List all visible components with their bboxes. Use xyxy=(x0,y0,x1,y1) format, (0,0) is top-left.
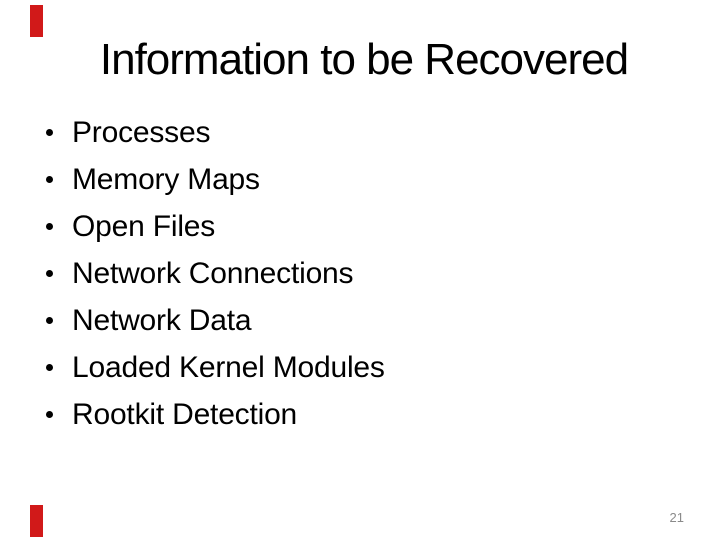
red-accent-bar-top xyxy=(30,5,43,37)
list-item: Network Connections xyxy=(0,250,385,297)
list-item: Loaded Kernel Modules xyxy=(0,344,385,391)
list-item: Processes xyxy=(0,109,385,156)
list-item: Memory Maps xyxy=(0,156,385,203)
slide-page-number: 21 xyxy=(669,510,684,525)
list-item: Rootkit Detection xyxy=(0,391,385,438)
slide-title: Information to be Recovered xyxy=(99,35,629,84)
list-item: Network Data xyxy=(0,297,385,344)
red-accent-bar-bottom xyxy=(30,505,43,537)
list-item: Open Files xyxy=(0,203,385,250)
